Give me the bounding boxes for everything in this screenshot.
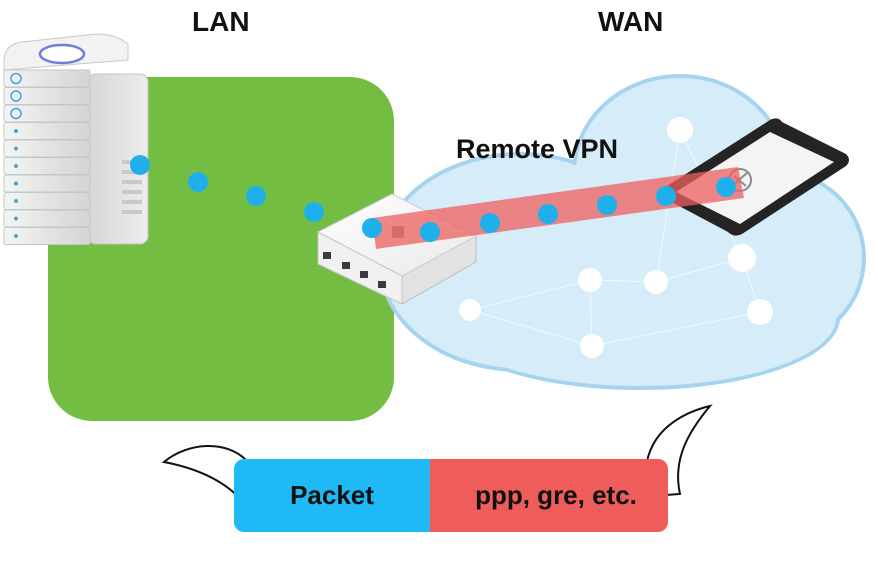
lan-label: LAN: [192, 6, 250, 37]
packet-dot: [304, 202, 324, 222]
packet-dot: [188, 172, 208, 192]
packet-dot: [538, 204, 558, 224]
packet-dot: [130, 155, 150, 175]
encapsulation-label: ppp, gre, etc.: [475, 480, 637, 510]
server-icon: [3, 33, 149, 245]
cloud-icon: [378, 74, 866, 390]
encapsulation-segment: ppp, gre, etc.: [422, 459, 668, 532]
packet-dot: [420, 222, 440, 242]
packet-dot: [246, 186, 266, 206]
remote-vpn-label: Remote VPN: [456, 134, 619, 164]
packet-dot: [656, 186, 676, 206]
payload-label: Packet: [290, 480, 374, 510]
packet-dot: [597, 195, 617, 215]
packet-dot: [480, 213, 500, 233]
packet-dots: [130, 155, 736, 242]
packet-dot: [362, 218, 382, 238]
payload-segment: Packet: [234, 459, 430, 532]
wan-label: WAN: [598, 6, 664, 37]
vpn-tunnel: [372, 167, 744, 249]
packet-dot: [716, 177, 736, 197]
speech-tail-left: [161, 445, 250, 512]
